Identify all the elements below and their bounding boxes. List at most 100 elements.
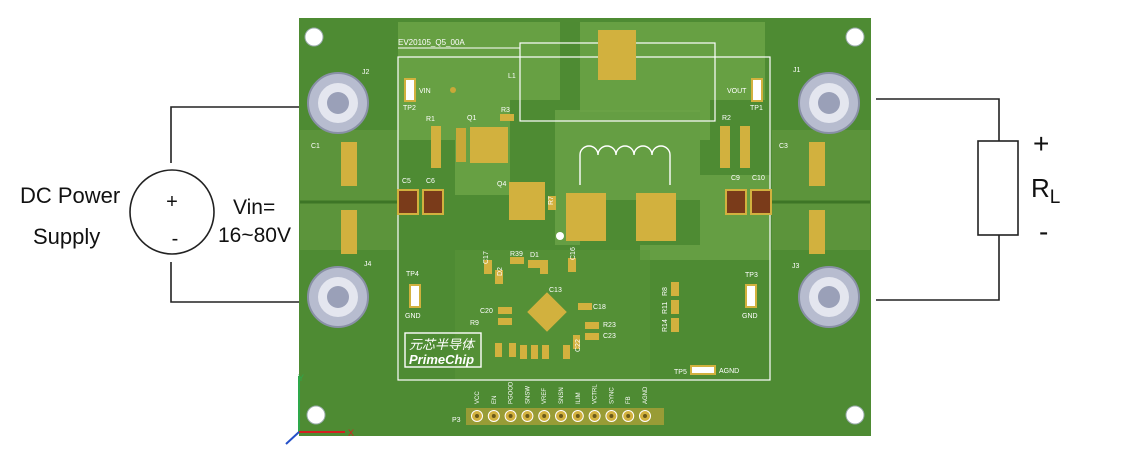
header-pin-label: FB	[626, 396, 632, 404]
header-pin-hole	[609, 414, 614, 418]
wire-load-top	[876, 98, 1000, 141]
silk-r11: R11	[662, 302, 669, 314]
header-pin-label: AGND	[643, 386, 649, 404]
terminal-j3	[798, 266, 860, 328]
terminal-j1	[798, 72, 860, 134]
terminal-j4	[307, 266, 369, 328]
silk-tp2: TP2	[403, 105, 416, 112]
logo-en-text: PrimeChip	[409, 352, 474, 367]
silk-c20: C20	[480, 308, 493, 315]
silk-j4: J4	[364, 261, 372, 268]
silk-c5: C5	[402, 178, 411, 185]
silk-q1: Q1	[467, 115, 476, 122]
wire-load-bottom	[876, 235, 1000, 301]
silk-c23: C23	[603, 333, 616, 340]
header-pin-label: VCTRL	[593, 384, 599, 404]
silk-c22: C22	[575, 339, 582, 352]
silk-d1: D1	[530, 252, 539, 259]
silk-j2: J2	[362, 69, 370, 76]
silk-c10: C10	[752, 175, 765, 182]
header-pin-hole	[575, 414, 580, 418]
silk-p3: P3	[452, 417, 461, 424]
silk-r9: R9	[470, 320, 479, 327]
header-pin-hole	[508, 414, 513, 418]
silk-l1: L1	[508, 73, 516, 80]
silk-r2: R2	[722, 115, 731, 122]
header-p3	[466, 408, 664, 425]
silk-r23: R23	[603, 322, 616, 329]
silk-tp3: TP3	[745, 272, 758, 279]
silk-gnd-left: GND	[405, 313, 421, 320]
header-pin-hole	[559, 414, 563, 418]
silk-c18: C18	[593, 304, 606, 311]
load-plus-sign: +	[1033, 128, 1050, 159]
silk-tp1: TP1	[750, 105, 763, 112]
silk-tp5: TP5	[674, 369, 687, 376]
supply-label-line1: DC Power	[20, 183, 121, 208]
silk-c1: C1	[311, 143, 320, 150]
silk-j3: J3	[792, 263, 800, 270]
silk-gnd-right: GND	[742, 313, 758, 320]
load-label: RL	[1031, 173, 1060, 209]
header-pin-label: VREF	[542, 388, 548, 404]
header-pin-label: EN	[492, 396, 498, 404]
silk-c3: C3	[779, 143, 788, 150]
header-pin-labels: VCC EN PGOOD SNSW VREF SNSN ILIM VCTRL SYNC FB AGN…	[475, 381, 649, 404]
silk-j1: J1	[793, 67, 801, 74]
wire-supply-plus	[170, 106, 307, 163]
header-pin-label: SNSW	[525, 386, 531, 404]
silk-c17: C17	[483, 251, 490, 264]
silk-agnd: AGND	[719, 368, 739, 375]
header-pin-label: SYNC	[609, 387, 615, 404]
silk-c6: C6	[426, 178, 435, 185]
header-pin-hole	[643, 414, 647, 418]
vin-label-line1: Vin=	[233, 196, 276, 219]
inductor-symbol	[579, 145, 671, 185]
board-name: EV20105_Q5_00A	[398, 38, 465, 47]
header-pin-label: VCC	[475, 391, 481, 404]
supply-label-line2: Supply	[33, 224, 101, 249]
header-pin-hole	[626, 414, 631, 418]
silk-c9: C9	[731, 175, 740, 182]
header-pin-label: PGOOD	[509, 381, 515, 404]
load-label-sub: L	[1049, 187, 1061, 209]
silk-r39: R39	[510, 251, 523, 258]
load-resistor-symbol	[977, 140, 1019, 236]
load-label-main: R	[1031, 173, 1050, 203]
silk-r3: R3	[501, 107, 510, 114]
silk-q4: Q4	[497, 181, 506, 188]
logo-cn-text: 元芯半导体	[409, 337, 476, 352]
silk-c16: C16	[570, 247, 577, 260]
silk-vin: VIN	[419, 88, 431, 95]
components	[341, 30, 825, 375]
silk-tp4: TP4	[406, 271, 419, 278]
load-minus-sign: -	[1039, 216, 1049, 247]
header-pin-hole	[491, 414, 496, 418]
silk-d2: D2	[497, 267, 504, 276]
silk-c13: C13	[549, 287, 562, 294]
dc-source-symbol	[129, 169, 215, 255]
axis-y-label: Y	[298, 373, 304, 383]
header-pin-label: ILIM	[576, 392, 582, 404]
supply-wiring	[170, 106, 307, 303]
silk-r8: R8	[662, 287, 669, 296]
wire-supply-minus	[170, 262, 307, 303]
header-pin-hole	[475, 414, 479, 418]
primechip-logo: 元芯半导体 PrimeChip	[404, 332, 482, 368]
silk-r7: R7	[548, 196, 555, 205]
axis-x-label: X	[348, 428, 354, 438]
axes-indicator: Y X	[285, 373, 354, 445]
supply-plus-sign: +	[166, 191, 178, 213]
silk-r1: R1	[426, 116, 435, 123]
header-pin-label: SNSN	[559, 387, 565, 404]
terminal-j2	[307, 72, 369, 134]
header-pin-hole	[542, 414, 547, 418]
header-pin-hole	[592, 414, 597, 418]
vin-label-line2: 16~80V	[218, 224, 291, 247]
header-pin-hole	[525, 414, 530, 418]
supply-minus-sign: -	[172, 228, 179, 250]
silk-vout: VOUT	[727, 88, 747, 95]
load-wiring	[876, 98, 1000, 301]
silk-r14: R14	[662, 319, 669, 332]
